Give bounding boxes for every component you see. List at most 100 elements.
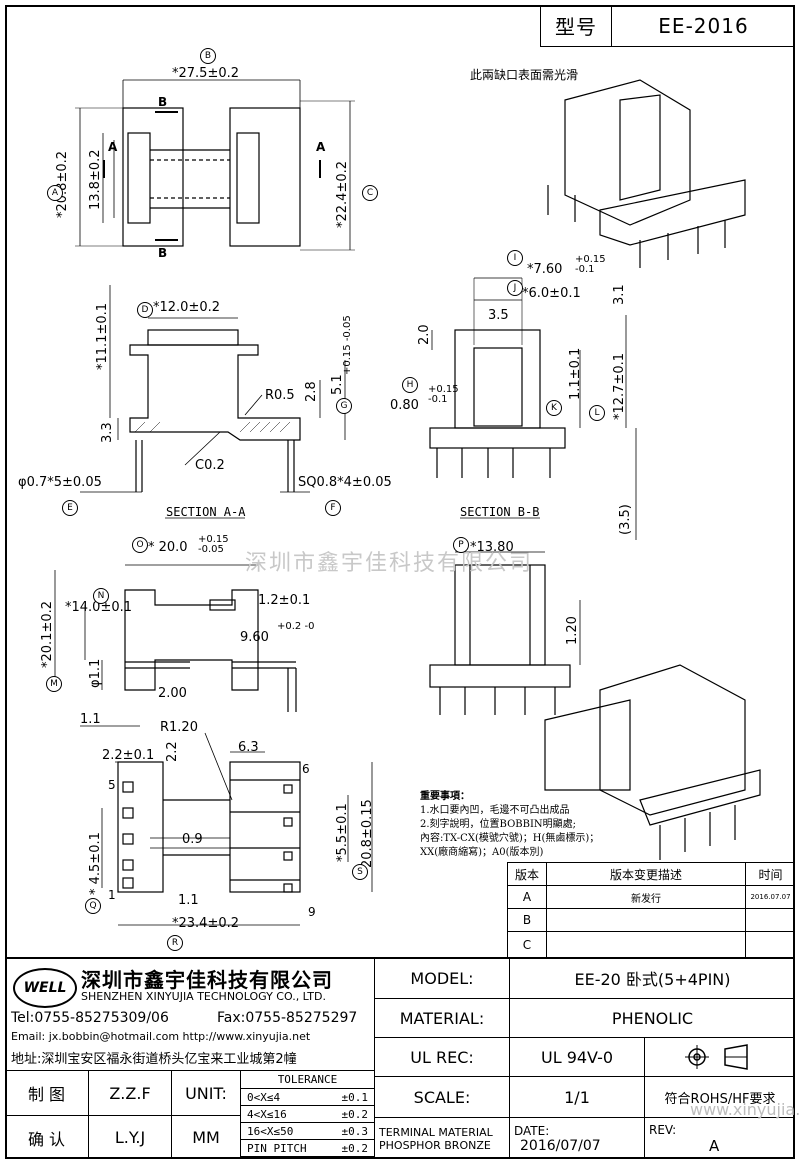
notes-title: 重要事項： <box>420 791 470 802</box>
circle-label-i: I <box>507 250 523 266</box>
dim-9-tol: +0.2 -0 <box>277 621 315 632</box>
circle-label-q: Q <box>85 898 101 914</box>
model-value: EE-20 卧式(5+4PIN) <box>509 957 795 999</box>
unit-label: UNIT: <box>171 1070 241 1116</box>
dim-2-00: 2.00 <box>158 686 187 701</box>
projection-icon <box>685 1044 748 1070</box>
dim-d-12: *12.0±0.2 <box>153 300 221 315</box>
rev-row-ver: A <box>507 885 547 909</box>
dim-f-pin: SQ0.8*4±0.05 <box>298 475 392 490</box>
tolerance-table: 0<X≤4±0.1 4<X≤16±0.2 16<X≤50±0.3 PIN PIT… <box>240 1088 375 1157</box>
dim-h-11-1: *11.1±0.1 <box>95 302 110 370</box>
section-b-label: SECTION B-B <box>460 505 540 519</box>
iso-view-bottom <box>599 664 746 816</box>
note-line: 2.刻字說明，位置BOBBIN明顯處; <box>420 819 577 830</box>
rev-row-desc <box>546 931 746 958</box>
dim-n-14-0: *14.0±0.1 <box>65 600 133 615</box>
rev-cell: REV: A <box>644 1117 795 1159</box>
circle-label-h: H <box>402 377 418 393</box>
dim-r-23-4: *23.4±0.2 <box>172 916 240 931</box>
circle-label-f: F <box>325 500 341 516</box>
company-watermark: 深圳市鑫宇佳科技有限公司 <box>245 551 534 576</box>
dim-h-tol: +0.15 -0.1 <box>428 384 459 405</box>
rev-row-ver: B <box>507 908 547 932</box>
ulrec-value: UL 94V-0 <box>509 1037 645 1077</box>
dim-o-20-0: * 20.0 <box>148 540 188 555</box>
tolerance-row: 16<X≤50 ±0.3 <box>240 1122 375 1140</box>
dim-0-9: 0.9 <box>182 832 203 847</box>
dim-2-0: 2.0 <box>417 324 432 345</box>
dim-p-13-80: *13.80 <box>470 540 514 555</box>
top-view-left-flange <box>122 107 184 247</box>
scale-label: SCALE: <box>374 1076 510 1118</box>
circle-label-e: E <box>62 500 78 516</box>
circle-label-k: K <box>546 400 562 416</box>
type-label-cell: 型号 <box>540 5 612 47</box>
bottom-view-left <box>117 761 164 893</box>
tol-range: 0<X≤4 <box>247 1090 281 1104</box>
dim-phi-1-1: φ1.1 <box>88 658 103 688</box>
dim-g-tol: +0.15 -0.05 <box>342 315 353 375</box>
circle-label-m: M <box>46 676 62 692</box>
date-label: DATE: <box>514 1123 550 1138</box>
pin-5-label: 5 <box>108 778 116 792</box>
dim-o-tol: +0.15 -0.05 <box>198 534 229 555</box>
rev-row-desc <box>546 908 746 932</box>
company-fax: Fax:0755-85275297 <box>217 1010 358 1026</box>
circle-label-p: P <box>453 537 469 553</box>
company-address: 地址:深圳宝安区福永街道桥头亿宝来工业城第2幢 <box>11 1052 297 1067</box>
tolerance-title: TOLERANCE <box>240 1070 375 1089</box>
drawing-sheet <box>5 5 795 1159</box>
dim-j-6-0: *6.0±0.1 <box>522 286 581 301</box>
scale-value: 1/1 <box>509 1076 645 1118</box>
important-notes: 重要事項： 1.水口要內凹，毛邊不可凸出成品 2.刻字說明，位置BOBBIN明顯… <box>420 790 599 860</box>
date-value: 2016/07/07 <box>520 1137 601 1154</box>
check-value: L.Y.J <box>88 1115 172 1159</box>
circle-label-b: B <box>200 48 216 64</box>
circle-label-n: N <box>93 588 109 604</box>
circle-label-r: R <box>167 935 183 951</box>
rev-row-date <box>745 908 795 932</box>
tol-range: 16<X≤50 <box>247 1124 294 1138</box>
company-tel: Tel:0755-85275309/06 <box>11 1010 169 1026</box>
surface-note: 此兩缺口表面需光滑 <box>470 68 579 82</box>
circle-label-j: J <box>507 280 523 296</box>
dim-i-7-60: *7.60 <box>527 262 563 277</box>
circle-label-c: C <box>362 185 378 201</box>
dim-3-3: 3.3 <box>100 422 115 443</box>
dim-c-height: *22.4±0.2 <box>335 160 350 228</box>
dim-3-5: 3.5 <box>488 308 509 323</box>
tolerance-row: 4<X≤16 ±0.2 <box>240 1105 375 1123</box>
type-value-cell: EE-2016 <box>611 5 795 47</box>
rev-row-desc: 新发行 <box>546 885 746 909</box>
dim-k-1-1: 1.1±0.1 <box>568 347 583 400</box>
tol-range: 4<X≤16 <box>247 1107 287 1121</box>
tol-value: ±0.2 <box>341 1107 369 1121</box>
cut-a-left: A <box>108 140 118 154</box>
site-watermark: www.xinyujia.net <box>690 1100 800 1119</box>
title-block-top-rule <box>5 957 795 959</box>
tol-value: ±0.3 <box>341 1124 369 1138</box>
dim-1-1a: 1.1 <box>80 712 101 727</box>
cut-b-top: B <box>158 95 168 109</box>
terminal-label: TERMINAL MATERIAL <box>379 1125 493 1139</box>
dim-b-width: *27.5±0.2 <box>172 66 240 81</box>
section-b-core <box>454 329 541 429</box>
date-cell: DATE: 2016/07/07 <box>509 1117 645 1159</box>
material-label: MATERIAL: <box>374 998 510 1038</box>
check-label: 确 认 <box>5 1115 89 1159</box>
drawn-label: 制 图 <box>5 1070 89 1116</box>
dim-6-3: 6.3 <box>238 740 259 755</box>
dim-20-8: 20.8±0.15 <box>360 799 375 868</box>
tolerance-row: 0<X≤4±0.1 <box>240 1088 375 1106</box>
dim-9-60: 9.60 <box>240 630 269 645</box>
tol-value: ±0.2 <box>341 1141 369 1155</box>
rev-row-date: 2016.07.07 <box>745 885 795 909</box>
cut-a-right: A <box>316 140 326 154</box>
top-view-left-slot <box>127 132 151 224</box>
note-line: 1.水口要內凹，毛邊不可凸出成品 <box>420 805 570 816</box>
projection-symbol-cell <box>644 1037 795 1077</box>
pin-6-label: 6 <box>302 762 310 776</box>
circle-label-d: D <box>137 302 153 318</box>
pin-9-label: 9 <box>308 905 316 919</box>
